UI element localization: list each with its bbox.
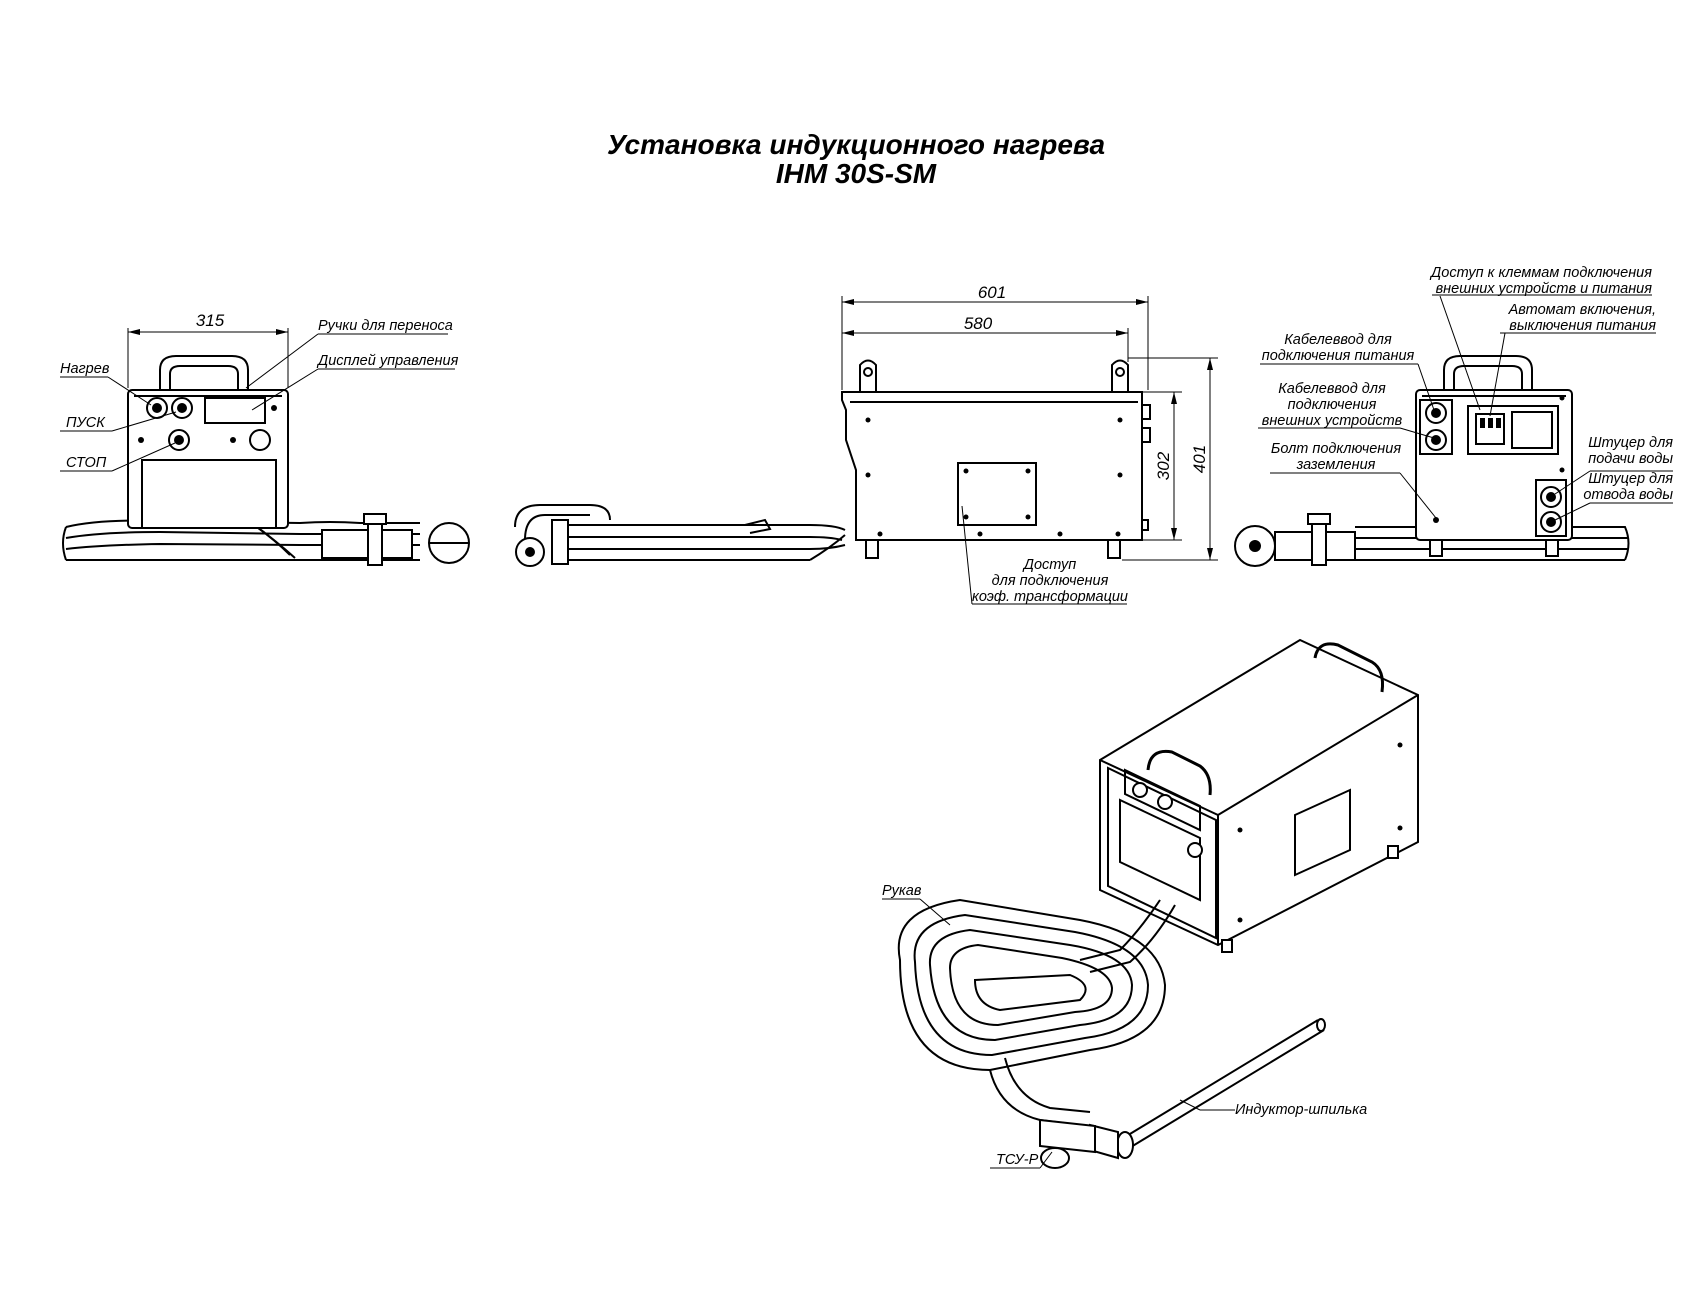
dim-side-height: 302 401: [1122, 357, 1218, 561]
label-ground-line1: Болт подключения: [1271, 441, 1401, 457]
label-inductor: Индуктор-шпилька: [1235, 1102, 1367, 1118]
label-water-out-line1: Штуцер для: [1588, 471, 1673, 487]
rear-handle: [1443, 355, 1533, 390]
label-ground-line2: заземления: [1296, 457, 1376, 473]
dim-front-width: 315: [127, 311, 289, 388]
label-tsu: ТСУ-Р: [996, 1152, 1039, 1168]
label-ext-gland-line1: Кабелеввод для: [1278, 381, 1386, 397]
label-water-out-line2: отвода воды: [1583, 487, 1673, 503]
dim-side-length: 601 580: [841, 283, 1149, 390]
label-terminals-line1: Доступ к клеммам подключения: [1429, 265, 1652, 281]
isometric-view: Рукав Индуктор-шпилька ТСУ-Р: [882, 638, 1419, 1169]
label-access-line3: коэф. трансформации: [972, 589, 1128, 605]
dim-side-body-height: 302: [1154, 451, 1173, 480]
label-breaker-line2: выключения питания: [1509, 318, 1656, 334]
side-view: 601 580 302 401 Доступ для подключения к…: [514, 283, 1218, 605]
label-display: Дисплей управления: [316, 353, 459, 369]
label-power-gland-line1: Кабелеввод для: [1284, 332, 1392, 348]
label-ext-gland-line3: внешних устройств: [1262, 413, 1403, 429]
label-start: ПУСК: [66, 415, 106, 431]
label-terminals-line2: внешних устройств и питания: [1436, 281, 1653, 297]
front-handle: [159, 355, 249, 390]
iso-cabinet: [1099, 638, 1419, 953]
label-breaker-line1: Автомат включения,: [1508, 302, 1656, 318]
label-stop: СТОП: [66, 455, 107, 471]
label-water-in-line2: подачи воды: [1588, 451, 1673, 467]
front-leaders: [60, 333, 455, 472]
dim-front-width-text: 315: [196, 311, 225, 330]
side-hose: [514, 504, 846, 567]
label-sleeve: Рукав: [882, 883, 922, 899]
label-water-in-line1: Штуцер для: [1588, 435, 1673, 451]
side-screws: [865, 417, 1123, 537]
dim-side-overall-height: 401: [1190, 445, 1209, 473]
front-view: 315 Нагрев ПУСК СТОП Ручки для переноса …: [60, 311, 470, 566]
dim-side-body-length: 580: [964, 314, 993, 333]
label-access-line2: для подключения: [992, 573, 1109, 589]
rear-view: Доступ к клеммам подключения внешних уст…: [1234, 265, 1673, 567]
label-heating: Нагрев: [60, 361, 110, 377]
label-ext-gland-line2: подключения: [1288, 397, 1377, 413]
label-access-line1: Доступ: [1022, 557, 1077, 573]
dim-side-overall-length: 601: [978, 283, 1006, 302]
label-power-gland-line2: подключения питания: [1262, 348, 1415, 364]
iso-coil: [897, 898, 1167, 1126]
label-handles: Ручки для переноса: [318, 318, 453, 334]
rear-leaders: [1258, 294, 1673, 521]
drawing-title-line2: IHM 30S-SM: [776, 158, 937, 189]
drawing-title-line1: Установка индукционного нагрева: [607, 129, 1105, 160]
iso-inductor: [1039, 1018, 1326, 1169]
rear-hose: [1234, 513, 1630, 567]
